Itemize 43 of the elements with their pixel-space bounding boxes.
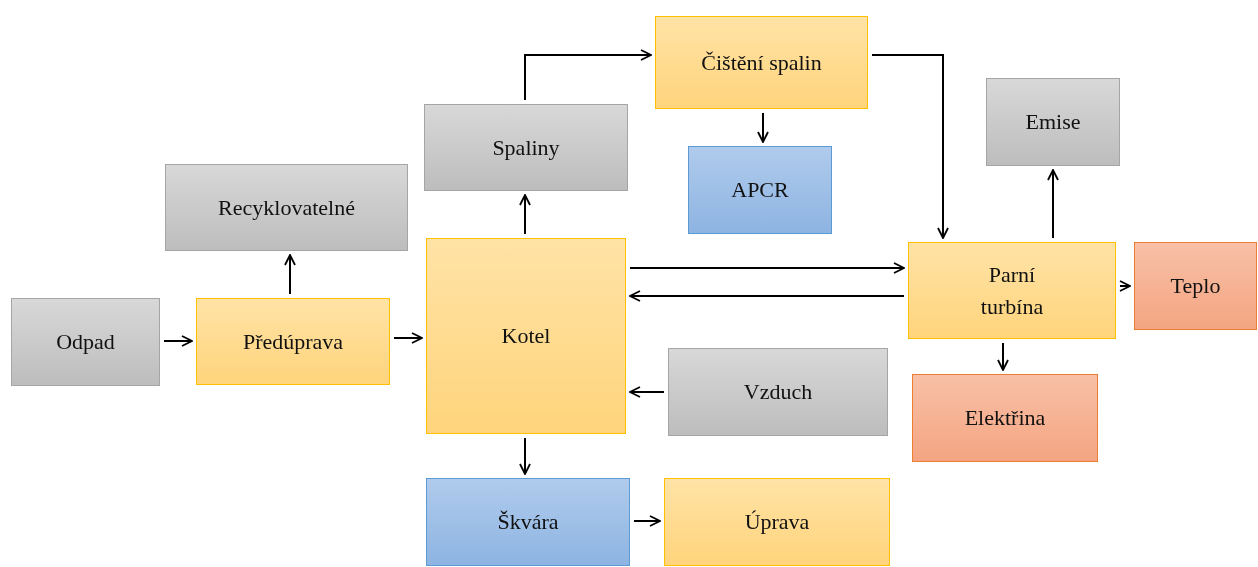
arrow — [1119, 280, 1131, 292]
process-box — [986, 78, 1120, 166]
arrow — [757, 112, 769, 143]
process-box — [165, 164, 408, 251]
process-box — [1134, 242, 1257, 330]
box-label: Teplo — [1170, 272, 1221, 301]
process-box — [668, 348, 888, 436]
arrow — [629, 290, 905, 302]
box-label: Škvára — [497, 508, 559, 537]
box-label: Kotel — [501, 322, 551, 351]
process-box — [688, 146, 832, 234]
box-label: Úprava — [744, 508, 810, 537]
box-label: Spaliny — [492, 133, 560, 162]
box-label: Čištění spalin — [701, 48, 822, 77]
arrow — [1047, 169, 1059, 239]
box-label: Elektřina — [964, 404, 1046, 433]
arrow — [997, 342, 1009, 371]
box-label: Parní turbína — [979, 260, 1045, 321]
box-label: Recyklovatelné — [218, 193, 355, 222]
process-box — [424, 104, 628, 191]
box-label: Odpad — [56, 328, 115, 357]
arrow — [633, 515, 661, 527]
arrow — [284, 254, 296, 295]
arrow — [519, 437, 531, 475]
arrow — [629, 386, 665, 398]
arrow — [871, 54, 949, 239]
arrow — [393, 332, 423, 344]
arrow — [524, 49, 652, 101]
process-box — [426, 238, 626, 434]
box-label: APCR — [731, 176, 789, 205]
process-box — [912, 374, 1098, 462]
process-box — [655, 16, 868, 109]
process-box — [11, 298, 160, 386]
arrow — [629, 262, 905, 274]
process-box — [908, 242, 1116, 339]
process-box — [664, 478, 890, 566]
box-label: Předúprava — [242, 327, 344, 356]
process-box — [196, 298, 390, 385]
arrow — [163, 335, 193, 347]
box-label: Vzduch — [743, 378, 813, 407]
arrow — [519, 194, 531, 235]
box-label: Emise — [1025, 108, 1081, 137]
process-box — [426, 478, 630, 566]
